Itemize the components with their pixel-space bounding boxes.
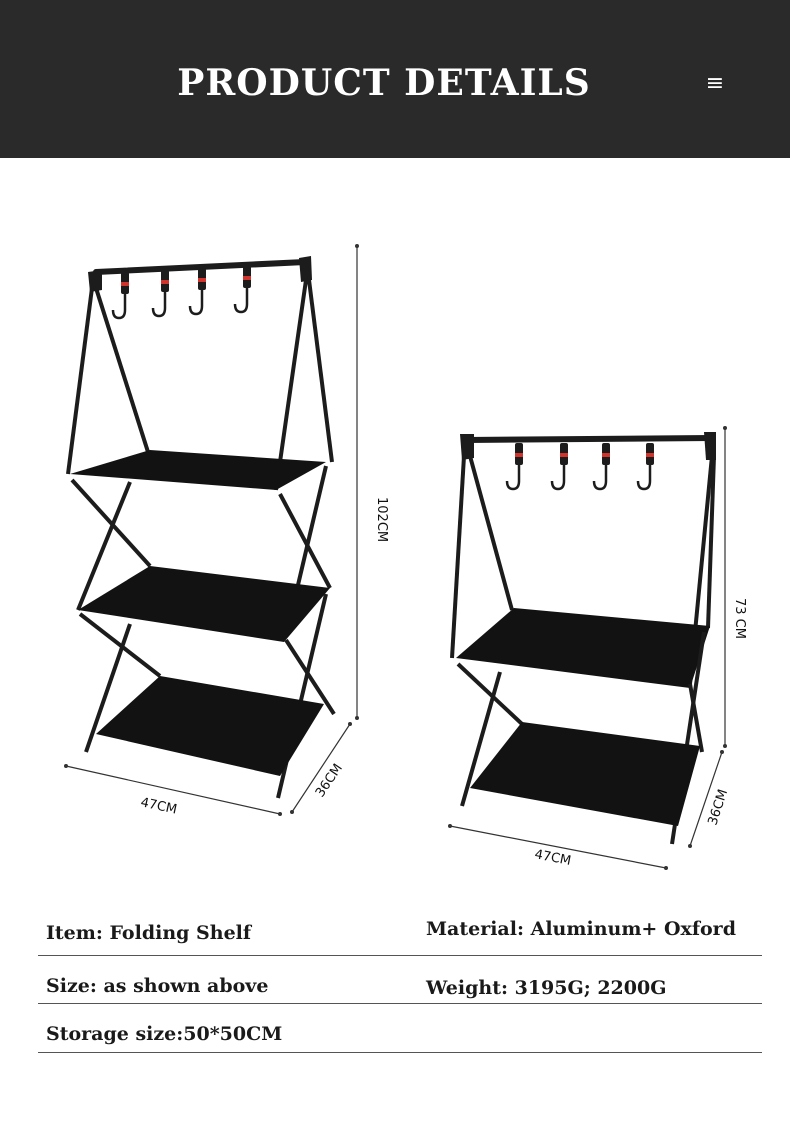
product-dimension-figure: 102CM 47CM 36CM: [0, 158, 790, 898]
spec-divider: [38, 955, 762, 956]
hamburger-menu-icon[interactable]: ≡: [705, 71, 725, 96]
spec-item: Item: Folding Shelf: [46, 922, 252, 944]
small-depth-label: 36CM: [706, 788, 732, 828]
hooks-small: [505, 443, 654, 491]
hooks-large: [111, 266, 251, 320]
spec-size: Size: as shown above: [46, 975, 269, 997]
spec-divider: [38, 1003, 762, 1004]
large-depth-label: 36CM: [313, 761, 346, 800]
small-shelf: 73 CM 47CM 36CM: [448, 426, 747, 870]
small-width-label: 47CM: [533, 847, 572, 869]
small-height-label: 73 CM: [732, 598, 747, 639]
spec-weight: Weight: 3195G; 2200G: [426, 977, 667, 999]
large-width-label: 47CM: [139, 795, 178, 817]
spec-material: Material: Aluminum+ Oxford: [426, 918, 736, 940]
spec-storage: Storage size:50*50CM: [46, 1023, 283, 1045]
spec-divider: [38, 1052, 762, 1053]
page-header: PRODUCT DETAILS ≡: [0, 0, 790, 158]
shelf-illustration: 102CM 47CM 36CM: [64, 244, 747, 870]
large-shelf: 102CM 47CM 36CM: [64, 244, 389, 818]
page-title: PRODUCT DETAILS: [177, 62, 591, 104]
large-height-label: 102CM: [374, 497, 389, 542]
